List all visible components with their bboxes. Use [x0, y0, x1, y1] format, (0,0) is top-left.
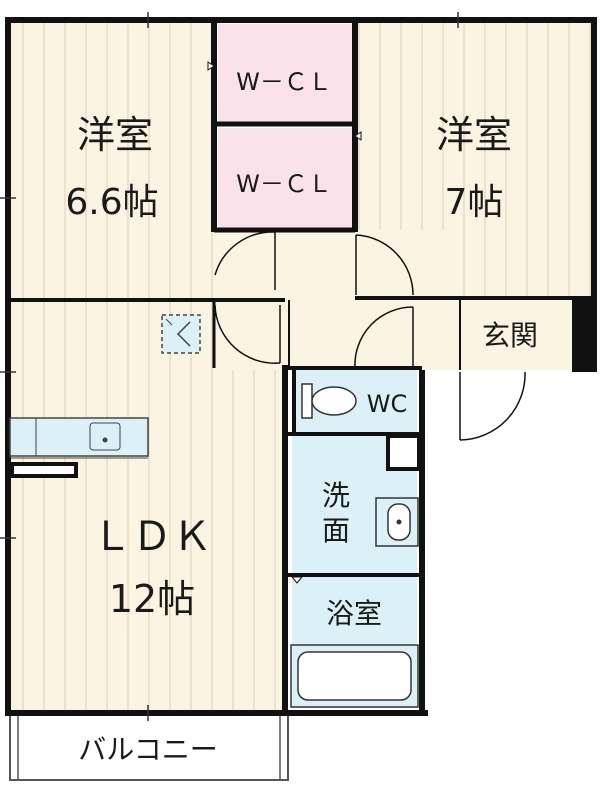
entrance-floor: [460, 300, 572, 370]
entrance-wall-block: [572, 296, 597, 372]
balcony-label: バルコニー: [78, 733, 217, 766]
closet-top-door-mark: [207, 61, 215, 71]
closet-top-floor: [218, 24, 353, 124]
ldk-name: ＬＤＫ: [92, 514, 212, 560]
western-room-left-size: 6.6帖: [65, 182, 158, 223]
western-room-right-name: 洋室: [436, 113, 512, 157]
outer-walls: [5, 17, 597, 716]
kitchen-counter: [9, 417, 149, 478]
western-room-left-name: 洋室: [77, 113, 153, 157]
entrance-label: 玄関: [482, 319, 538, 352]
closet-bottom-door-mark: [354, 131, 362, 141]
toilet-label: WC: [367, 390, 408, 418]
interior-walls: [8, 20, 594, 716]
door-swings: [214, 231, 526, 441]
washroom-label-line2: 面: [322, 514, 350, 547]
bath-door-mark: [290, 576, 304, 584]
washbasin-fixture: [375, 497, 419, 547]
bath-label: 浴室: [326, 597, 382, 630]
bathtub-fixture: [290, 644, 419, 708]
washroom-utility-box: [386, 434, 421, 471]
balcony-outline: [9, 714, 289, 781]
closet-bottom-floor: [218, 128, 353, 228]
western-room-right-size: 7帖: [445, 182, 504, 223]
western-room-left-floor: [10, 22, 215, 300]
window-ticks: [0, 12, 459, 721]
appliance-mark: [161, 314, 201, 354]
closet-bottom-label: W－ＣＬ: [236, 170, 332, 198]
ldk-size: 12帖: [109, 577, 195, 621]
washroom-label-line1: 洗: [322, 479, 350, 512]
toilet-fixture: [301, 383, 357, 419]
closet-top-label: W－ＣＬ: [236, 68, 332, 96]
